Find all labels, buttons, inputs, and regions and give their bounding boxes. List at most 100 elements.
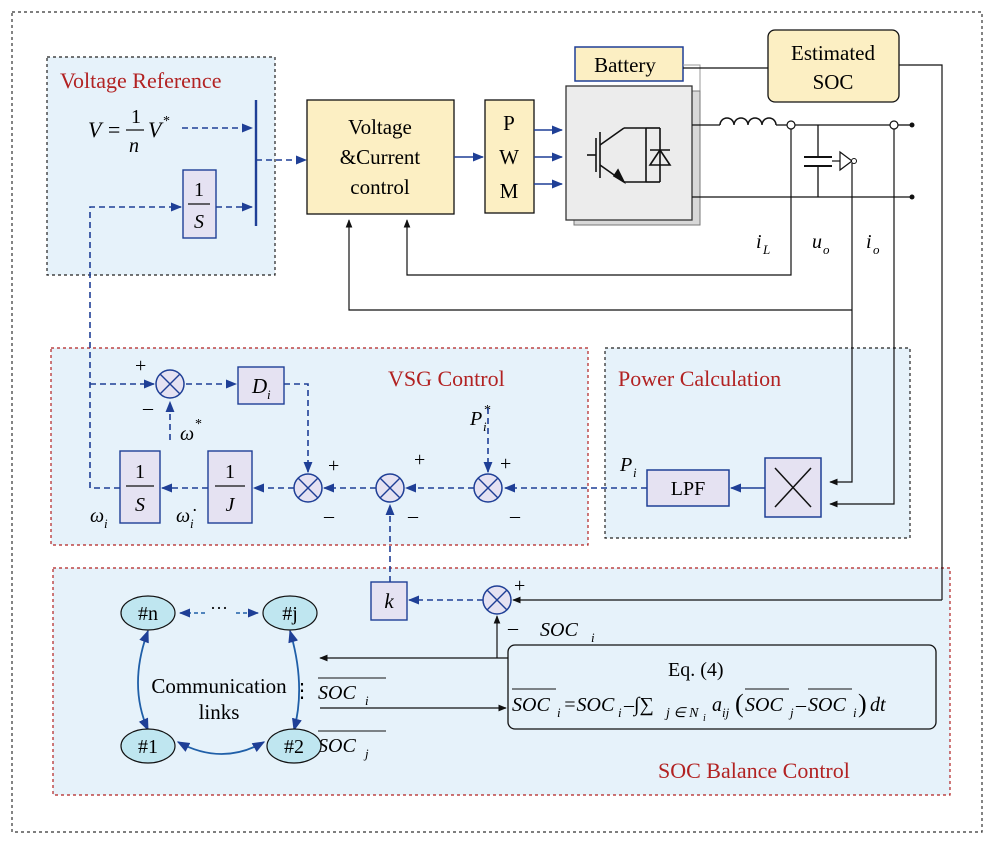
node-1 bbox=[120, 728, 176, 764]
socbar-j-label: SOC bbox=[318, 735, 356, 757]
io-to-multiplier-wire bbox=[829, 129, 895, 508]
est-line2: SOC bbox=[813, 70, 854, 94]
il-feedback-wire bbox=[403, 129, 792, 276]
eq-sum-sub: j ∈ N bbox=[664, 706, 699, 721]
link-j-2 bbox=[288, 629, 302, 732]
sum-junction-3 bbox=[375, 473, 405, 503]
eq-dt: dt bbox=[870, 694, 886, 716]
node-j-label: #j bbox=[282, 603, 298, 625]
vsg-control-title: VSG Control bbox=[388, 366, 505, 391]
sum-junction-1 bbox=[155, 369, 185, 399]
v-star: * bbox=[163, 114, 170, 129]
uo-feedback-wire bbox=[345, 219, 852, 311]
sum1-minus: – bbox=[142, 397, 154, 419]
eq-lhs-sub: i bbox=[557, 705, 561, 720]
eq-label: Eq. (4) bbox=[668, 659, 724, 681]
estimated-soc-block bbox=[767, 29, 900, 103]
pwm-block bbox=[484, 99, 535, 214]
omegadot-sub: i bbox=[190, 516, 194, 531]
igbt-symbol bbox=[587, 127, 672, 185]
soc-feedback-wire bbox=[899, 64, 943, 600]
node-n-label: #n bbox=[138, 603, 158, 625]
node-j bbox=[262, 595, 318, 631]
v-frac-num: 1 bbox=[131, 106, 141, 128]
lpf-label: LPF bbox=[671, 478, 705, 500]
il-sub: L bbox=[762, 242, 770, 257]
links-line2: links bbox=[199, 700, 240, 724]
network-vdots: ⋮ bbox=[292, 680, 312, 702]
sum2-plus: + bbox=[328, 455, 339, 477]
eq-rhs-sub: i bbox=[618, 705, 622, 720]
link-n-1 bbox=[137, 629, 149, 732]
voltage-integrator-num: 1 bbox=[194, 179, 204, 201]
damping-sub: i bbox=[267, 387, 271, 402]
pi-sub: i bbox=[633, 465, 637, 480]
pi-label: P bbox=[619, 454, 632, 476]
equation-formula: SOC i =SOC i –∫∑ j ∈ N i a ij ( SOC j – … bbox=[512, 688, 886, 724]
inertia-den: J bbox=[226, 494, 236, 516]
sum2-minus: – bbox=[323, 505, 335, 527]
probe-tip bbox=[851, 158, 857, 164]
damping-main: D bbox=[251, 374, 267, 398]
inertia-num: 1 bbox=[225, 461, 235, 483]
link-1-2 bbox=[176, 741, 266, 755]
equation-box bbox=[507, 644, 937, 730]
pwm-p: P bbox=[503, 111, 515, 135]
sum1-plus: + bbox=[135, 355, 146, 377]
eq-paren-close: ) bbox=[858, 689, 867, 718]
terminal-top bbox=[909, 122, 915, 128]
lpf-block bbox=[646, 469, 730, 507]
network-ellipsis: ··· bbox=[210, 598, 228, 618]
multiplier-x-2 bbox=[774, 467, 812, 508]
eq-rhs: =SOC bbox=[563, 694, 615, 716]
soc-sum-plus: + bbox=[514, 575, 525, 597]
voltage-reference-title: Voltage Reference bbox=[60, 68, 221, 93]
omega-i-label: ω bbox=[90, 505, 104, 527]
pistar-label: P bbox=[469, 408, 482, 430]
voltage-reference-panel bbox=[46, 56, 276, 276]
est-line1: Estimated bbox=[791, 41, 875, 65]
voltage-probe bbox=[839, 150, 853, 172]
eq-sum-sub2: i bbox=[703, 713, 706, 724]
omega-i-sub: i bbox=[104, 516, 108, 531]
omega-to-vref-wire bbox=[89, 202, 183, 489]
uo-label: u bbox=[812, 231, 822, 253]
inverter-block bbox=[565, 85, 693, 221]
battery-label: Battery bbox=[594, 53, 656, 77]
soc-sum-minus: – bbox=[507, 617, 519, 639]
io-sub: o bbox=[873, 242, 880, 257]
battery-frame bbox=[683, 64, 701, 95]
il-sense-node bbox=[786, 120, 796, 130]
eq-paren-open: ( bbox=[735, 689, 744, 718]
vsg-integrator-block bbox=[119, 450, 161, 524]
soc-balance-title: SOC Balance Control bbox=[658, 758, 850, 783]
pistar-sub: i bbox=[483, 419, 487, 434]
v-suffix: V bbox=[148, 117, 164, 142]
io-label: i bbox=[866, 231, 872, 253]
k-gain-block bbox=[370, 581, 408, 621]
sum-junction-4 bbox=[473, 473, 503, 503]
sum-junction-2 bbox=[293, 473, 323, 503]
links-line1: Communication bbox=[151, 674, 287, 698]
uo-sub: o bbox=[823, 242, 830, 257]
socbar-i-sub: i bbox=[365, 693, 369, 708]
v-prefix: V = bbox=[88, 117, 121, 142]
pwm-w: W bbox=[499, 145, 519, 169]
eq-aij: a bbox=[712, 694, 722, 716]
soc-i-label: SOC bbox=[540, 619, 578, 641]
vc-line2: &Current bbox=[340, 145, 421, 169]
sum3-minus: – bbox=[407, 505, 419, 527]
io-sense-node bbox=[889, 120, 899, 130]
voltage-current-control-block bbox=[306, 99, 455, 215]
eq-soci-sub: i bbox=[853, 705, 857, 720]
k-label: k bbox=[384, 589, 394, 613]
outer-frame bbox=[11, 11, 983, 833]
eq-integral: –∫∑ bbox=[623, 694, 654, 717]
integ2-den: S bbox=[135, 494, 145, 516]
eq-socj-sub: j bbox=[788, 705, 794, 720]
inertia-block bbox=[207, 450, 253, 524]
il-label: i bbox=[756, 231, 762, 253]
battery-block bbox=[574, 46, 684, 82]
damping-to-sum2-wire bbox=[284, 383, 313, 474]
